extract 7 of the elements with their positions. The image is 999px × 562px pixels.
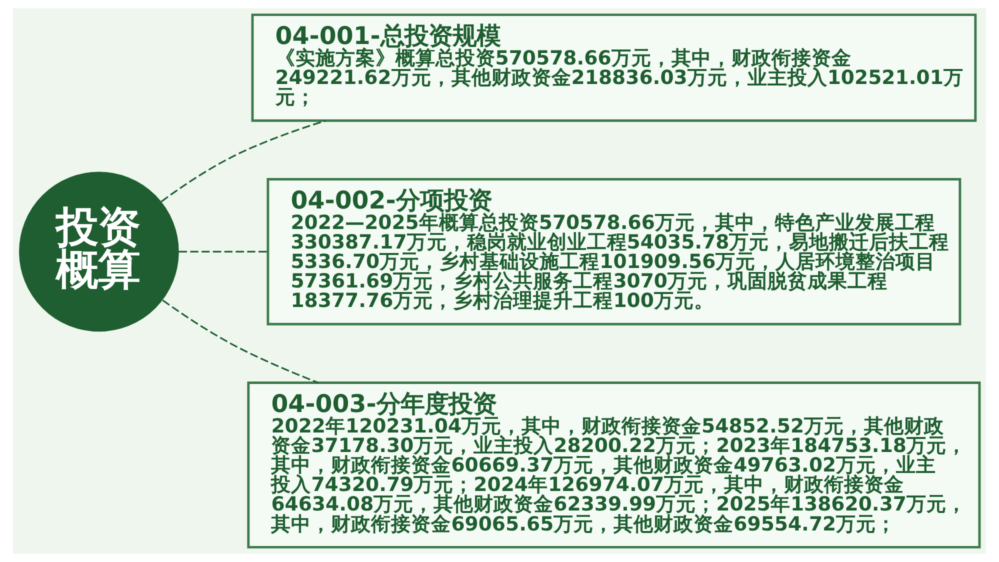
connector — [178, 250, 268, 252]
connector — [160, 120, 326, 202]
node-box: 04-002-分项投资 2022—2025年概算总投资570578.66万元，其中，特色产业发展工程330387.17万元，稳岗就业创业工程54035.78万元，易地搬迁后扶工程5336.70万元，乡村基础设施工程101909.56万元，人居环境整治项目57361.69万元，乡村公共服务工程3070万元，巩固脱贫成果工程18377.76万元，乡村治理提升工程100万元。 — [266, 178, 962, 326]
node-box: 04-001-总投资规模 《实施方案》概算总投资570578.66万元，其中，财政衔接资金249221.62万元，其他财政资金218836.03万元，业主投入102521.01万元； — [251, 14, 977, 122]
node-circle: 投资概算 — [19, 172, 179, 332]
connector — [162, 300, 319, 384]
node-box: 04-003-分年度投资 2022年120231.04万元，其中，财政衔接资金54852.52万元，其他财政资金37178.30万元，业主投入28200.22万元；2023年184753.18万元，其中，财政衔接资金60669.37万元，其他财政资金49763.02万元，业主投入74320.79万元；2024年126974.07万元，其中，财政衔接资金64634.08万元，其他财政资金62339.99万元；2025年138620.37万元，其中，财政衔接资金69065.65万元，其他财政资金69554.72万元； — [247, 382, 981, 548]
